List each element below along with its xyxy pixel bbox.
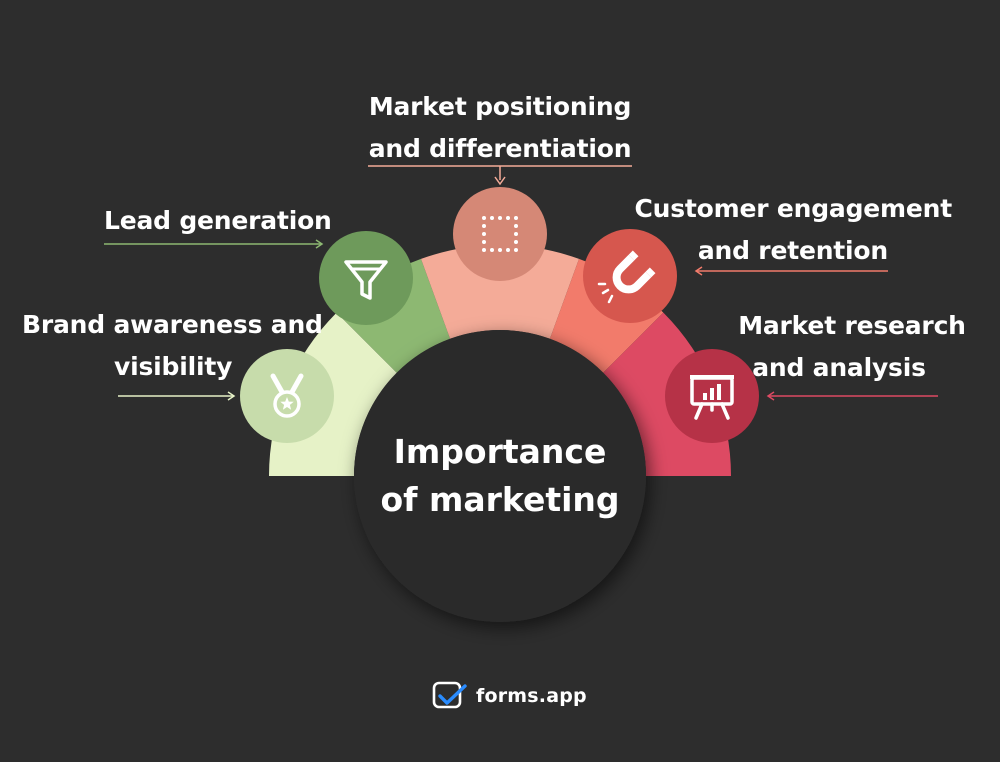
label-brand-awareness: Brand awareness and visibility [22, 304, 323, 388]
brand: forms.app [432, 680, 587, 712]
label-line: Market research [738, 311, 966, 340]
funnel-icon [319, 231, 413, 325]
ring-segment-market-positioning [420, 244, 580, 339]
brand-name: forms.app [476, 685, 587, 707]
center-title-line: Importance [393, 432, 607, 471]
center-title-line: of marketing [380, 480, 620, 519]
label-market-research: Market research and analysis [734, 305, 970, 389]
arrow-head [766, 391, 775, 401]
arrow-head [494, 176, 506, 186]
presentation-chart-icon [665, 349, 759, 443]
label-line: and retention [697, 236, 888, 265]
center-circle [354, 330, 646, 622]
label-market-positioning: Market positioning and differentiation [364, 86, 636, 170]
center-title: Importance of marketing [354, 330, 646, 622]
label-line: visibility [114, 352, 233, 381]
label-lead-generation: Lead generation [104, 200, 332, 242]
arrow-head [315, 239, 324, 249]
label-line: Customer engagement [634, 194, 952, 223]
label-customer-engagement: Customer engagement and retention [628, 188, 952, 272]
arrow-head [694, 266, 703, 276]
medal-icon [240, 349, 334, 443]
arrow-head [227, 391, 236, 401]
label-line: and analysis [752, 353, 926, 382]
connector-arrows [104, 165, 938, 401]
label-line: Lead generation [104, 206, 332, 235]
dotted-square-icon [453, 187, 547, 281]
label-line: Market positioning [368, 92, 632, 121]
label-line: and differentiation [368, 134, 632, 163]
forms-app-logo-icon [432, 681, 467, 709]
label-line: Brand awareness and [22, 310, 323, 339]
magnet-icon [583, 229, 677, 323]
